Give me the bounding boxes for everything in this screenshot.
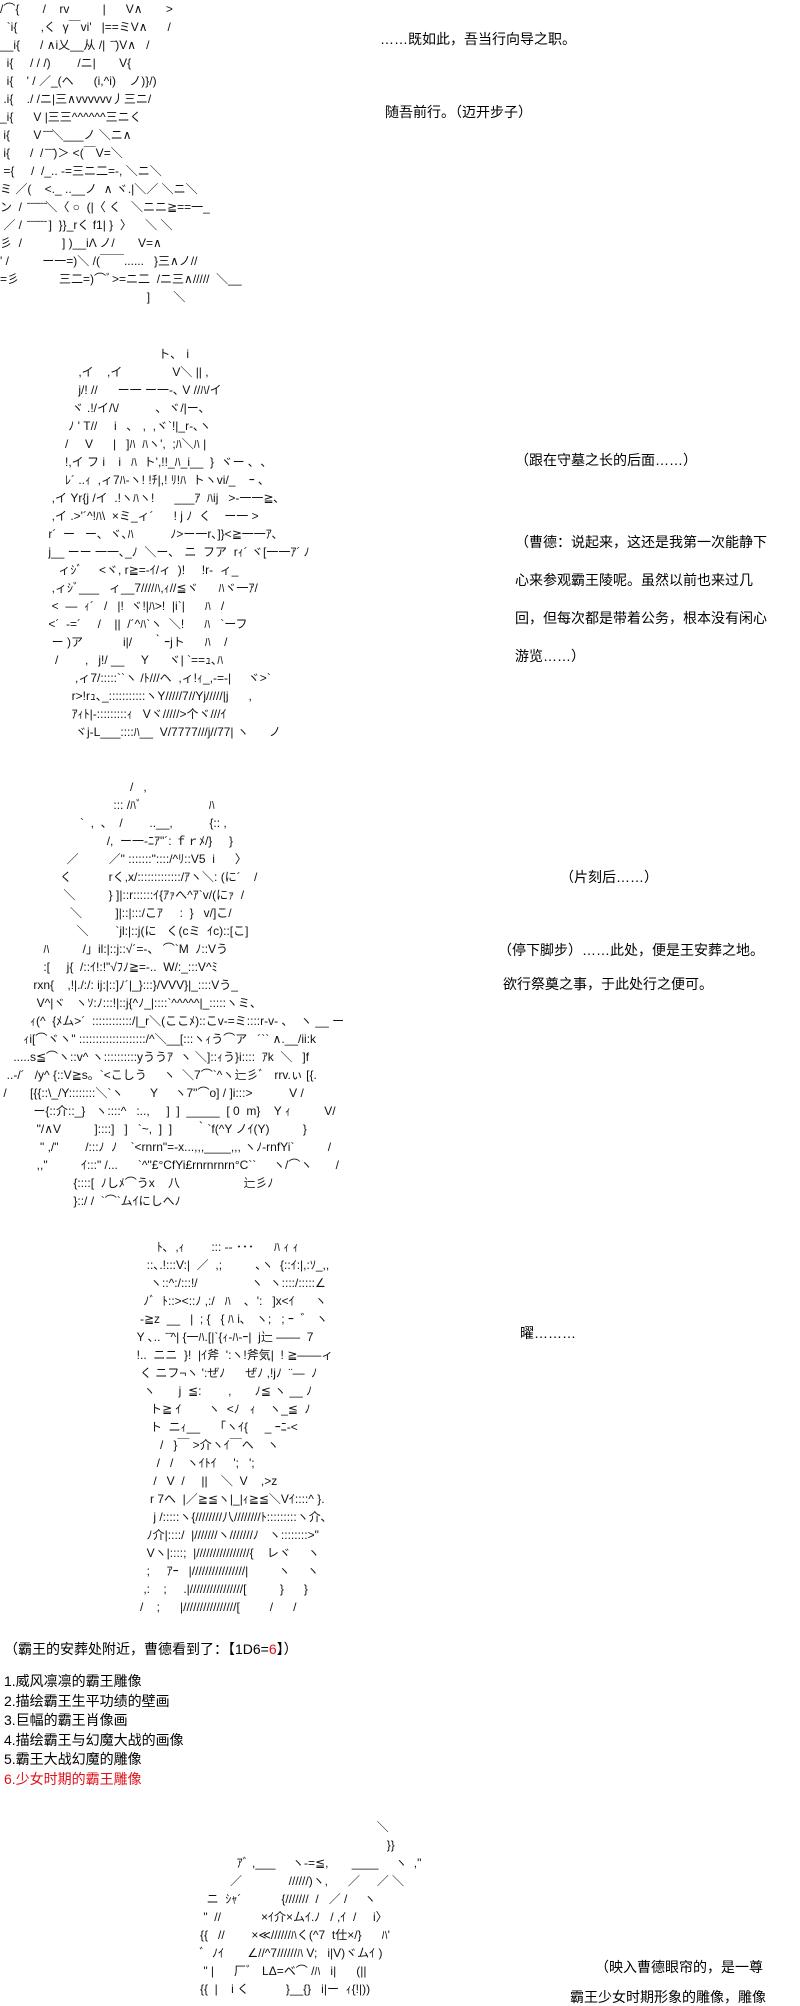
ascii-art-caode: ﾄ､ ,ｨ ::: -- ･･･ ﾊ ｨ ｨ ::､.!:::V:| ／ ,; … [136, 1240, 334, 1614]
dice-roll-suffix: 】） [276, 1641, 298, 1657]
ascii-art-follower: ト､ i ,イ ,イ V＼ || , j/! // ー一 ー一-､ V //ﾊ/… [48, 347, 310, 739]
dialogue-line: 游览……） [515, 648, 585, 664]
dialogue-text: （跟在守墓之长的后面……） [515, 452, 697, 468]
dialogue-text: 欲行祭奠之事，于此处行之便可。 [503, 976, 713, 992]
option-item: 5.霸王大战幻魔的雕像 [4, 1751, 142, 1767]
option-list: 1.威风凛凛的霸王雕像 2.描绘霸王生平功绩的壁画 3.巨幅的霸王肖像画 4.描… [4, 1672, 184, 1789]
dialogue-text: （停下脚步）……此处，便是王安葬之地。 [498, 942, 764, 958]
dialogue-text: （映入曹德眼帘的，是一尊 [595, 1959, 763, 1975]
dialogue-text: （片刻后……） [560, 869, 658, 885]
ascii-art-guardian: /⌒{ / rv | V∧ > `i{ ,く γ￣vi' |==ミV∧ / __… [0, 2, 242, 304]
dialogue-line: 回，但每次都是带着公务，根本没有闲心 [515, 610, 767, 626]
ascii-art-guardian-stop: / , ::: /ﾊﾞ ﾊ ` , 、 / ..__, {:: , /, ー一-… [3, 780, 345, 1208]
dice-roll-value: 6 [268, 1641, 277, 1657]
dice-roll-line: （霸王的安葬处附近，曹德看到了：【1D6=6】） [4, 1640, 298, 1658]
option-item: 1.威风凛凛的霸王雕像 [4, 1673, 142, 1689]
option-item: 2.描绘霸王生平功绩的壁画 [4, 1692, 170, 1709]
option-item: 3.巨幅的霸王肖像画 [4, 1712, 128, 1728]
dialogue-text: ……既如此，吾当行向导之职。 [380, 31, 576, 47]
dialogue-line: （曹德：说起来，这还是我第一次能静下 [515, 534, 767, 550]
option-item-selected: 6.少女时期的霸王雕像 [4, 1770, 142, 1787]
dialogue-text: 随吾前行。（迈开步子） [385, 104, 532, 120]
option-item: 4.描绘霸王与幻魔大战的画像 [4, 1731, 184, 1748]
dialogue-paragraph: （曹德：说起来，这还是我第一次能静下 心来参观霸王陵呢。虽然以前也来过几 回，但… [515, 523, 767, 675]
dialogue-text: 霸王少女时期形象的雕像，雕像 [570, 1989, 766, 2005]
ascii-art-statue: ＼ }} ｱﾞ ,___ ヽ-=≦, ____ ヽ ," ／ //////)ヽ,… [196, 1820, 422, 1996]
dialogue-line: 心来参观霸王陵呢。虽然以前也来过几 [515, 572, 753, 588]
dice-roll-prefix: （霸王的安葬处附近，曹德看到了：【1D6= [4, 1641, 269, 1657]
dialogue-text: 曜……… [520, 1325, 576, 1341]
